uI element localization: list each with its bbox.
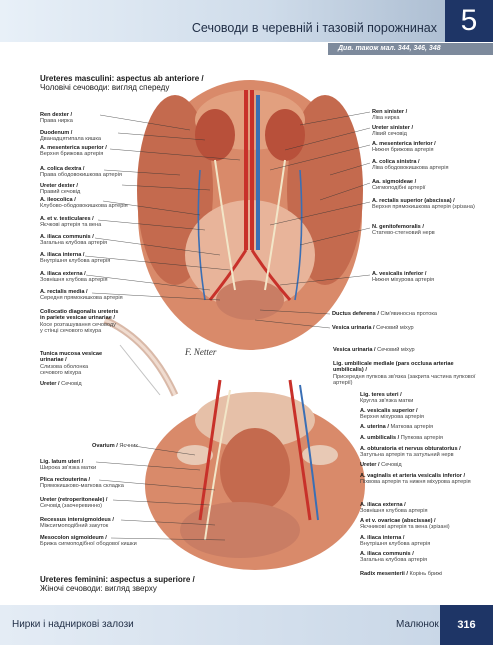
- leader-lines: [84, 111, 371, 541]
- label-ren-dexter: Ren dexter /Права нирка: [40, 112, 73, 125]
- label-a-mesenterica-superior: A. mesenterica superior /Верхня брижова …: [40, 145, 107, 158]
- label-a-ileocolica: A. ileocolica /Клубово-ободовокишкова ар…: [40, 197, 128, 210]
- page-header: Сечоводи в черевній і тазовій порожнинах…: [0, 0, 493, 42]
- footer-bar: [0, 605, 440, 645]
- header-bar: [0, 0, 445, 42]
- label-a-v-ovaricae: A et v. ovaricae (abscissae) /Яєчникові …: [360, 518, 450, 531]
- label-ureter-bottom: Ureter / Сечовід: [360, 462, 402, 468]
- label-a-iliaca-interna: A. iliaca interna /Внутрішня клубова арт…: [40, 252, 111, 265]
- label-lig-teres-uteri: Lig. teres uteri /Кругла зв'язка матки: [360, 392, 414, 405]
- male-section-title: Ureteres masculini: aspectus ab anterior…: [40, 74, 204, 92]
- label-a-colica-dextra: A. colica dextra /Права ободовокишкова а…: [40, 166, 122, 179]
- label-ureter-dexter: Ureter dexter /Правий сечовід: [40, 183, 81, 196]
- male-abdomen-illustration: [137, 80, 363, 350]
- female-pelvis-illustration: [145, 379, 365, 570]
- page-footer: Нирки і надниркові залози Малюнок 316: [0, 605, 493, 650]
- label-a-uterina: A. uterina / Маткова артерія: [360, 424, 434, 430]
- label-collocatio-diagonalis: Collocatio diagonalis ureteris in pariet…: [40, 309, 119, 334]
- label-mesocolon-sigmoideum: Mesocolon sigmoideum /Брижа сигмоподібно…: [40, 535, 137, 548]
- see-also-note: Див. також мал. 344, 346, 348: [328, 43, 493, 55]
- label-a-colica-sinistra: A. colica sinistra /Ліва ободовокишкова …: [372, 159, 449, 172]
- label-a-iliaca-interna-bottom: A. iliaca interna /Внутрішня клубова арт…: [360, 535, 431, 548]
- label-recessus-intersigmoideus: Recessus intersigmoideus /Міжсигмоподібн…: [40, 517, 114, 530]
- label-ductus-deferens: Ductus deferens / Сім'явиносна протока: [332, 311, 438, 317]
- label-a-vesicalis-superior: A. vesicalis superior /Верхня міхурова а…: [360, 408, 424, 421]
- label-ren-sinister: Ren sinister /Ліва нирка: [372, 109, 408, 122]
- label-a-iliaca-communis-bottom: A. iliaca communis /Загальна клубова арт…: [360, 551, 428, 564]
- label-a-obturatoria: A. obturatoria et nervus obturatorius /З…: [360, 446, 461, 459]
- label-tunica-mucosa: Tunica mucosa vesicae urinariae / Слизов…: [40, 351, 103, 376]
- label-plica-rectouterina: Plica rectouterina /Прямокишково-маткова…: [40, 477, 124, 490]
- footer-section-name: Нирки і надниркові залози: [12, 619, 134, 630]
- label-a-iliaca-externa-bottom: A. iliaca externa /Зовнішня клубова арте…: [360, 502, 428, 515]
- chapter-number: 5: [445, 0, 493, 42]
- label-a-mesenterica-inferior: A. mesenterica inferior /Нижня брижова а…: [372, 141, 436, 154]
- label-a-iliaca-externa: A. iliaca externa /Зовнішня клубова арте…: [40, 271, 108, 284]
- label-ureter-retroperitoneale: Ureter (retroperitoneale) /Сечовід (заоч…: [40, 497, 108, 510]
- label-a-vesicalis-inferior: A. vesicalis inferior /Нижня міхурова ар…: [372, 271, 435, 284]
- label-a-v-testiculares: A. et v. testiculares /Яєчкові артерія т…: [40, 216, 102, 229]
- page-number: 316: [440, 605, 493, 645]
- artist-signature: F. Netter: [185, 347, 217, 357]
- page-title: Сечоводи в черевній і тазовій порожнинах: [191, 21, 437, 35]
- label-vesica-urinaria-bottom: Vesica urinaria / Сечовий міхур: [333, 347, 415, 353]
- label-a-vaginalis: A. vaginalis et arteria vesicalis inferi…: [360, 473, 471, 486]
- footer-figure-word: Малюнок: [396, 619, 439, 630]
- label-ovarium: Ovarium / Яєчник: [92, 443, 138, 449]
- label-ureter-mid: Ureter / Сечовід: [40, 381, 82, 387]
- label-radix-mesenterii: Radix mesenterii / Корінь брижі: [360, 571, 443, 577]
- label-a-umbilicalis: A. umbilicalis / Пупкова артерія: [360, 435, 443, 441]
- label-duodenum: Duodenum /Дванадцятипала кишка: [40, 130, 102, 143]
- label-n-genitofemoralis: N. genitofemoralis /Статево-стегновий не…: [372, 224, 435, 237]
- label-aa-sigmoideae: Aa. sigmoideae /Сигмоподібні артерії: [372, 179, 426, 192]
- label-lig-latum-uteri: Lig. latum uteri /Широка зв'язка матки: [40, 459, 97, 472]
- label-ureter-sinister: Ureter sinister /Лівий сечовід: [372, 125, 414, 138]
- label-a-rectalis-media: A. rectalis media /Середня прямокишкова …: [40, 289, 123, 302]
- female-section-title: Ureteres feminini: aspectus a superiore …: [40, 575, 195, 593]
- label-a-iliaca-communis: A. iliaca communis /Загальна клубова арт…: [40, 234, 108, 247]
- label-vesica-urinaria-top: Vesica urinaria / Сечовий міхур: [332, 325, 414, 331]
- bladder-wall-illustration: [103, 316, 179, 397]
- label-lig-umbilicale-mediale: Lig. umbilicale mediale (pars occlusa ar…: [333, 361, 476, 386]
- label-a-rectalis-superior: A. rectalis superior (abscissa) /Верхня …: [372, 198, 475, 211]
